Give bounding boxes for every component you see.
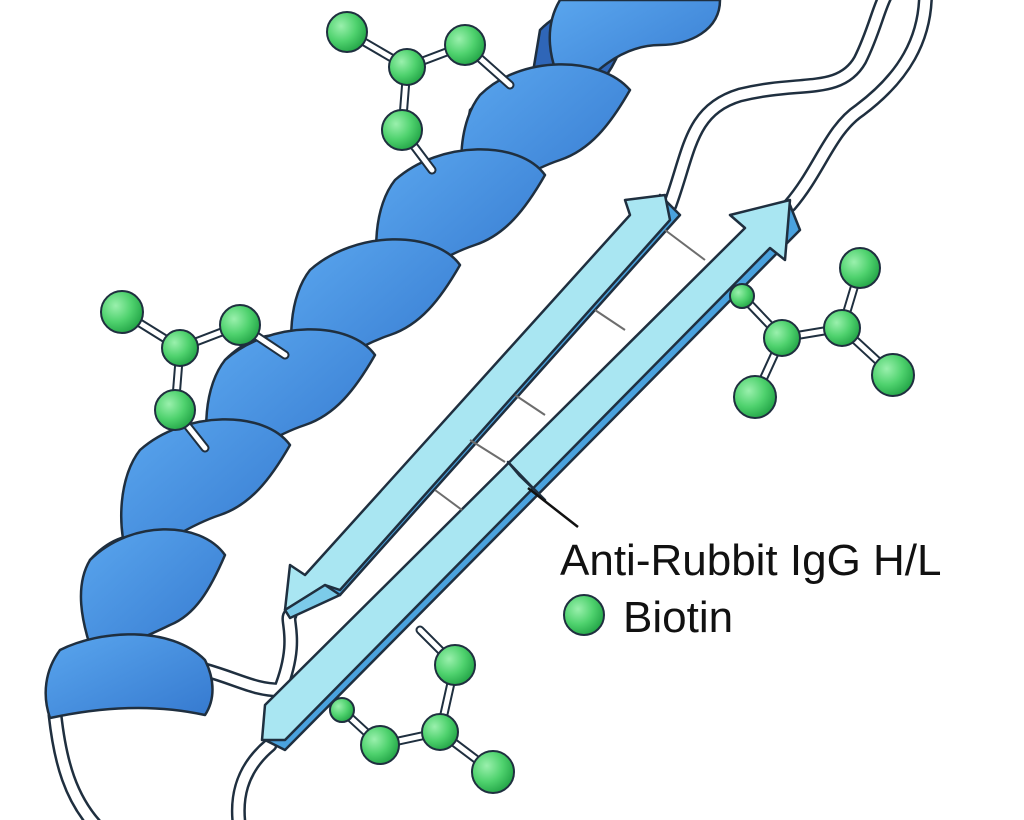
biotin-atom <box>763 319 801 357</box>
biotin-atom <box>388 48 426 86</box>
protein-label: Anti-Rubbit IgG H/L <box>560 536 942 585</box>
biotin-atom <box>161 329 199 367</box>
biotin-sphere-icon <box>563 594 605 636</box>
biotin-atom <box>381 109 423 151</box>
protein-label-leader <box>527 487 579 528</box>
biotin-atom <box>100 290 144 334</box>
biotin-atom <box>154 389 196 431</box>
biotin-atom <box>823 309 861 347</box>
biotin-atom <box>471 750 515 794</box>
biotin-label: Biotin <box>623 593 733 642</box>
biotin-atom <box>219 304 261 346</box>
beta-strand-right <box>260 198 802 752</box>
biotin-atom <box>421 713 459 751</box>
hydrogen-bonds <box>434 229 706 511</box>
biotin-cluster-top <box>326 11 515 175</box>
biotin-cluster-right <box>729 247 915 419</box>
biotin-atom <box>329 697 355 723</box>
biotin-atom <box>729 283 755 309</box>
biotin-atom <box>444 24 486 66</box>
biotin-atom <box>733 375 777 419</box>
biotin-atom <box>839 247 881 289</box>
biotin-atom <box>434 644 476 686</box>
loop-backbone <box>47 0 933 820</box>
biotin-cluster-left <box>100 290 290 453</box>
biotin-atom <box>360 725 400 765</box>
biotin-atom <box>326 11 368 53</box>
biotin-atom <box>871 353 915 397</box>
biotin-cluster-bottom <box>329 625 515 794</box>
alpha-helix <box>44 0 722 720</box>
beta-strand-left <box>283 193 682 620</box>
